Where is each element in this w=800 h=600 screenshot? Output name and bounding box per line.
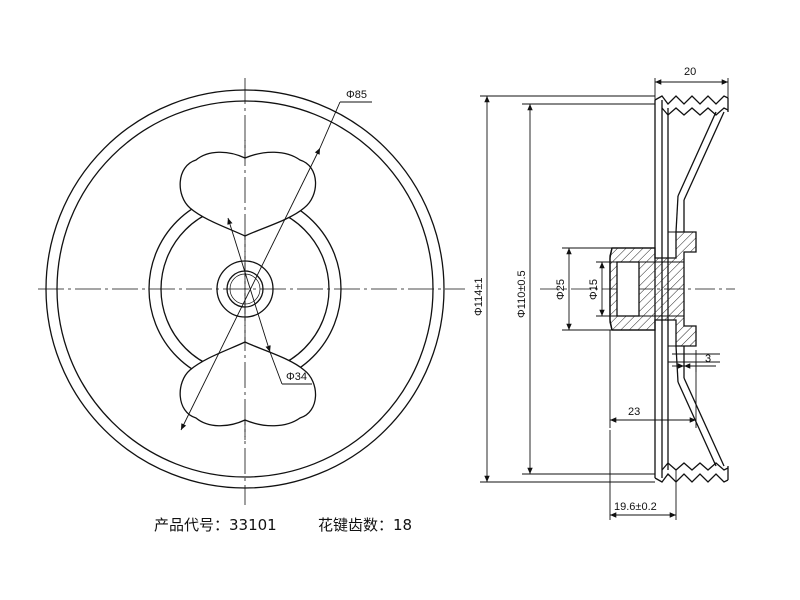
groove-profile-top [654,95,729,105]
caption-product-code: 产品代号：33101 [154,516,277,534]
dim-label-bottom-width: 19.6±0.2 [614,501,657,513]
groove-profile-top-inner [661,107,729,116]
web-upper-outer [683,111,725,201]
hub-outline [609,247,655,331]
caption-spline-count: 花键齿数：18 [318,516,412,534]
outer-rim-circle [45,89,445,489]
dim-label-groove-dia: Φ110±0.5 [516,270,528,318]
dim-label-width-top: 20 [684,66,696,78]
dim-label-hub-dia: Φ25 [555,279,567,300]
window-top [179,151,317,237]
dim-label-offset: 23 [628,406,640,418]
front-view [38,78,465,505]
inner-rim-circle [56,100,434,478]
dim-label-d85: Φ85 [346,89,367,101]
leader-d34 [227,217,271,353]
dim-label-step: 3 [705,353,711,365]
groove-profile-bottom-inner [661,462,729,471]
section-dimensions [480,78,729,520]
bore-cut [616,261,640,317]
dim-label-d34: Φ34 [286,371,307,383]
dim-label-bore-dia: Φ15 [588,279,600,300]
dim-label-outer-dia: Φ114±1 [473,278,485,316]
groove-profile-bottom [654,473,729,483]
web-lower-outer [683,377,725,467]
